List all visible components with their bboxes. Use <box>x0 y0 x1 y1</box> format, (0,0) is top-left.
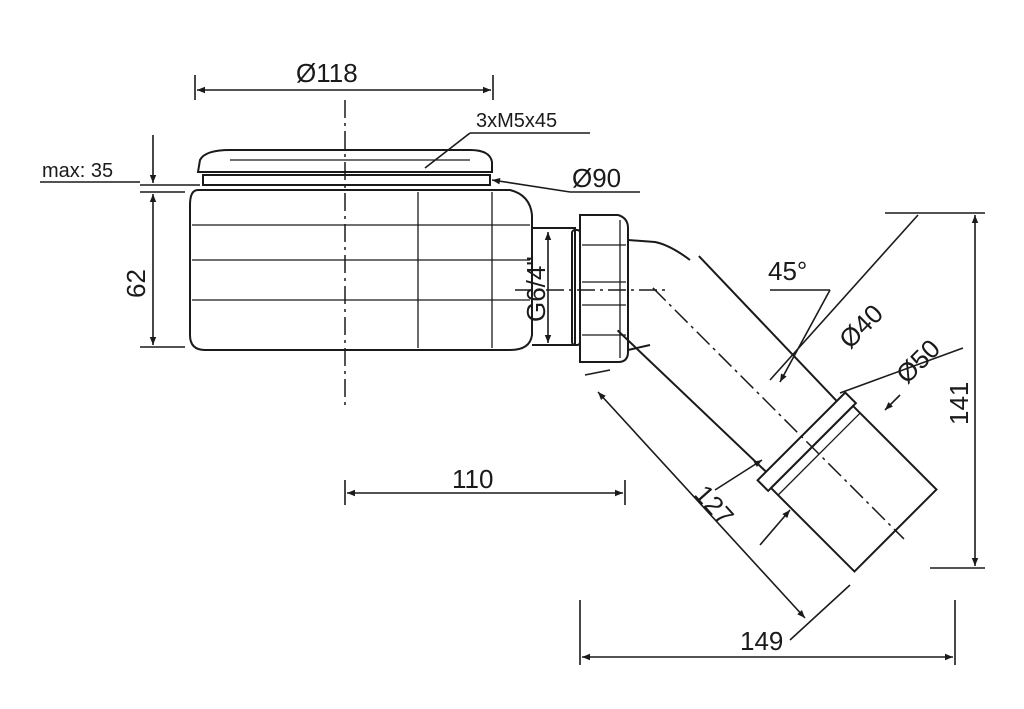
label-pipe-outer: Ø50 <box>890 333 946 389</box>
label-offset: 110 <box>452 464 493 494</box>
label-total-width: 149 <box>740 626 783 656</box>
dimensions <box>40 75 985 665</box>
label-pipe-inner: Ø40 <box>833 298 889 354</box>
label-max-height: max: 35 <box>42 160 113 182</box>
label-thread: G6/4" <box>521 256 551 322</box>
label-angle: 45° <box>768 256 807 286</box>
label-flange-diameter: Ø90 <box>572 163 621 193</box>
label-pipe-length: 127 <box>689 479 740 531</box>
label-body-height: 62 <box>121 269 151 298</box>
label-top-diameter: Ø118 <box>296 58 358 88</box>
drain-body <box>189 149 629 363</box>
label-screws: 3xM5x45 <box>476 110 557 132</box>
label-total-height: 141 <box>944 382 974 425</box>
pipe-elbow <box>616 239 938 573</box>
